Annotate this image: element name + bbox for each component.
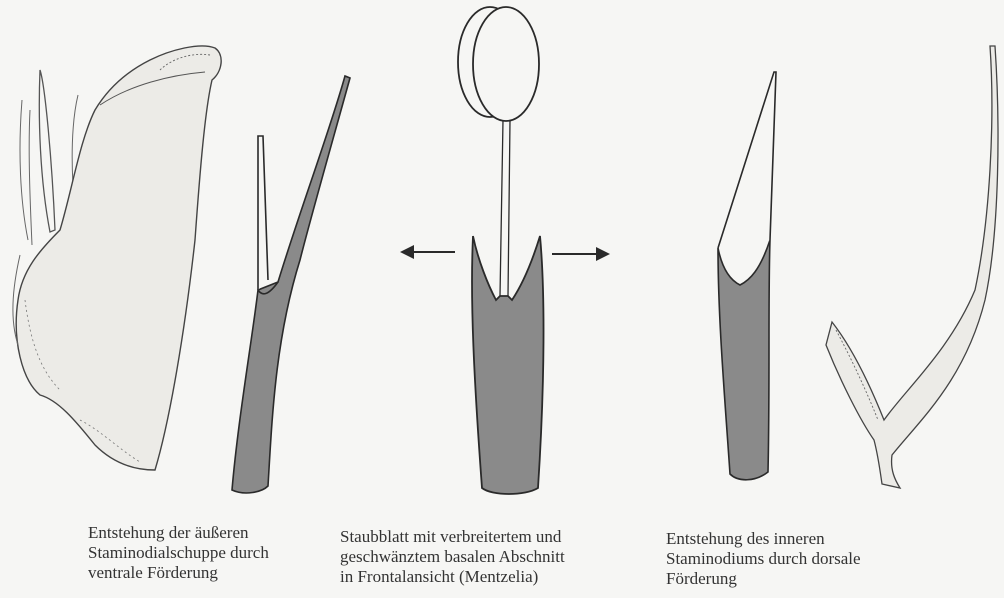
caption-line: Staminodialschuppe durch xyxy=(88,543,269,563)
caption-line: Staubblatt mit verbreitertem und xyxy=(340,527,565,547)
inner-staminodium-sketch xyxy=(826,46,998,488)
caption-line: Entstehung der äußeren xyxy=(88,523,269,543)
caption-line: geschwänztem basalen Abschnitt xyxy=(340,547,565,567)
caption-inner-staminodium: Entstehung des inneren Staminodiums durc… xyxy=(666,529,861,589)
caption-line: Förderung xyxy=(666,569,861,589)
stamen-mentzelia xyxy=(458,7,544,494)
outer-staminodial-scale-sketch xyxy=(13,46,221,470)
outer-scale-schematic xyxy=(232,76,350,493)
caption-outer-scale: Entstehung der äußeren Staminodialschupp… xyxy=(88,523,269,583)
arrow-left-icon xyxy=(400,245,455,259)
caption-line: Staminodiums durch dorsale xyxy=(666,549,861,569)
caption-line: ventrale Förderung xyxy=(88,563,269,583)
caption-line: Entstehung des inneren xyxy=(666,529,861,549)
arrow-right-icon xyxy=(552,247,610,261)
inner-staminodium-schematic xyxy=(718,72,776,480)
caption-line: in Frontalansicht (Mentzelia) xyxy=(340,567,565,587)
caption-stamen: Staubblatt mit verbreitertem und geschwä… xyxy=(340,527,565,587)
